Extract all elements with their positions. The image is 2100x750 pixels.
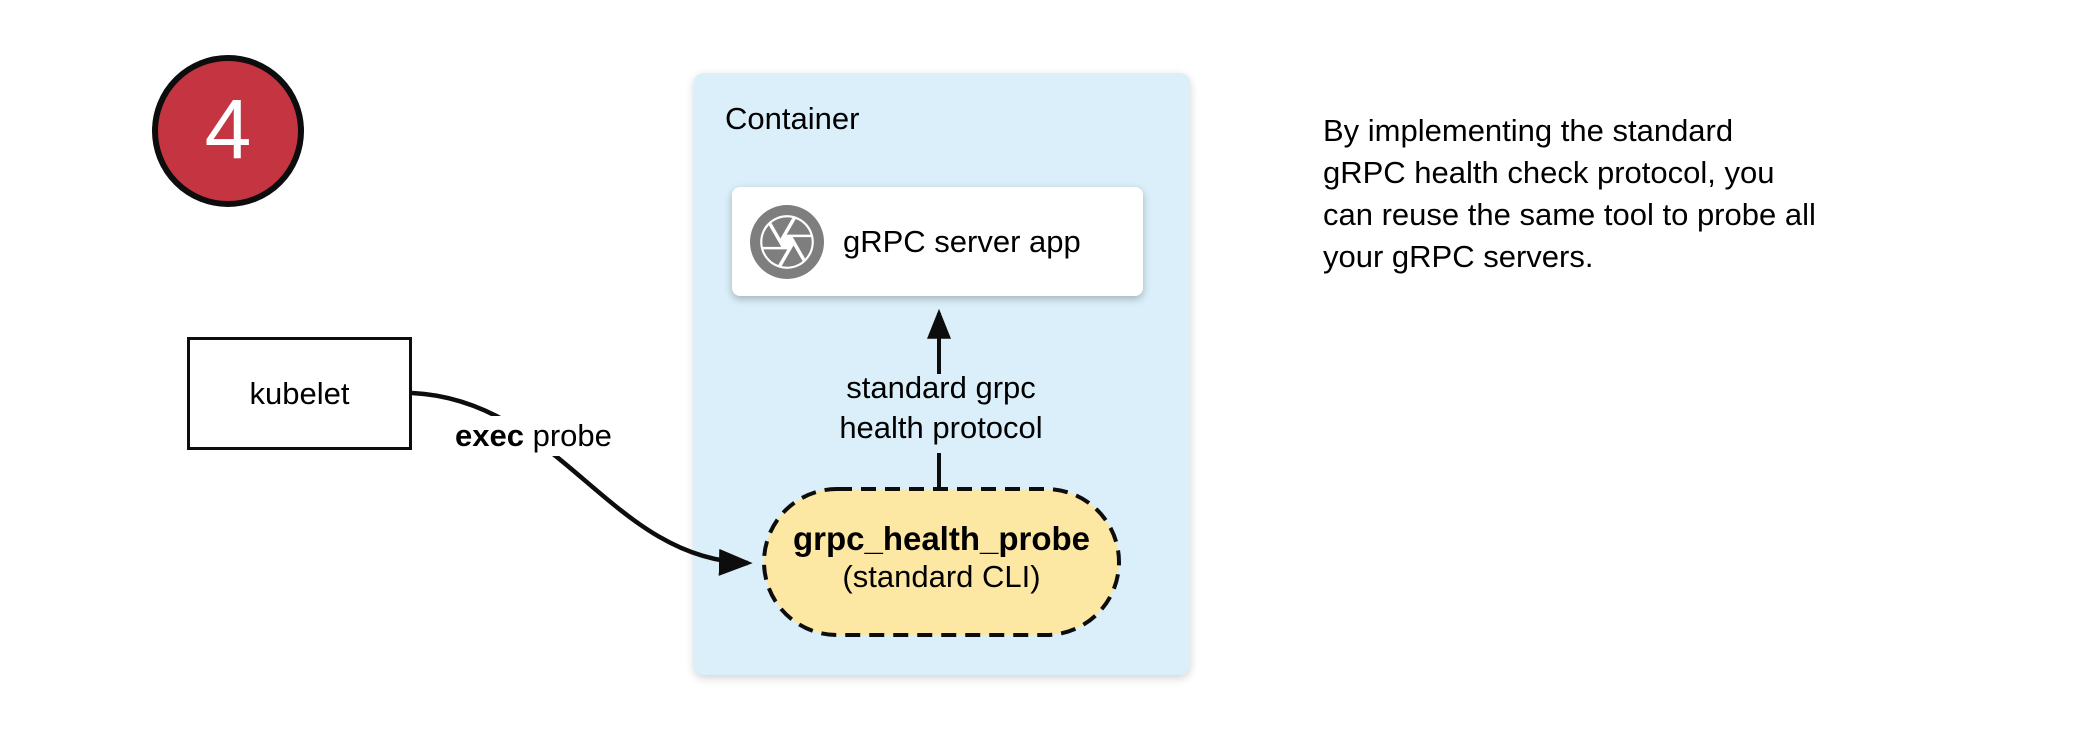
grpc-health-probe-pill [762, 487, 1121, 637]
exec-probe-label: exec probe [448, 416, 619, 456]
grpc-health-probe-labels: grpc_health_probe (standard CLI) [762, 487, 1121, 637]
grpc-server-app-box: gRPC server app [732, 187, 1143, 296]
exec-probe-label-rest: probe [523, 418, 612, 453]
exec-probe-label-bold: exec [455, 418, 524, 453]
health-protocol-label-line2: health protocol [839, 410, 1043, 445]
caption-line: your gRPC servers. [1323, 239, 1594, 274]
step-badge: 4 [152, 55, 304, 207]
kubelet-box: kubelet [187, 337, 412, 450]
caption-line: By implementing the standard [1323, 113, 1734, 148]
grpc-health-probe-subtitle: (standard CLI) [842, 559, 1041, 594]
grpc-server-app-label: gRPC server app [843, 223, 1081, 259]
grpc-health-probe-title: grpc_health_probe [792, 520, 1091, 557]
aperture-icon [750, 204, 824, 279]
step-number: 4 [204, 82, 252, 176]
health-protocol-label: standard grpc health protocol [811, 368, 1071, 448]
exec-probe-arrow [411, 390, 753, 576]
caption-line: gRPC health check protocol, you [1323, 155, 1775, 190]
caption-line: can reuse the same tool to probe all [1323, 197, 1816, 232]
kubelet-label: kubelet [249, 375, 350, 411]
health-protocol-label-line1: standard grpc [846, 370, 1036, 405]
container-title: Container [725, 101, 860, 136]
caption-text: By implementing the standard gRPC health… [1323, 110, 1816, 278]
